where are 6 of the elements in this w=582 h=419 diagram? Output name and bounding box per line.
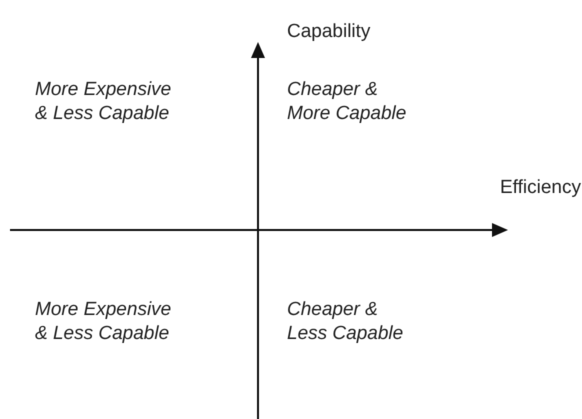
quadrant-label: Cheaper & Less Capable [287,298,404,346]
axis-label: Efficiency [500,176,581,200]
quadrant-label: Cheaper & More Capable [287,78,407,126]
axis-label: Capability [287,20,370,44]
quadrant-label: More Expensive & Less Capable [35,298,172,346]
quadrant-label: More Expensive & Less Capable [35,78,172,126]
